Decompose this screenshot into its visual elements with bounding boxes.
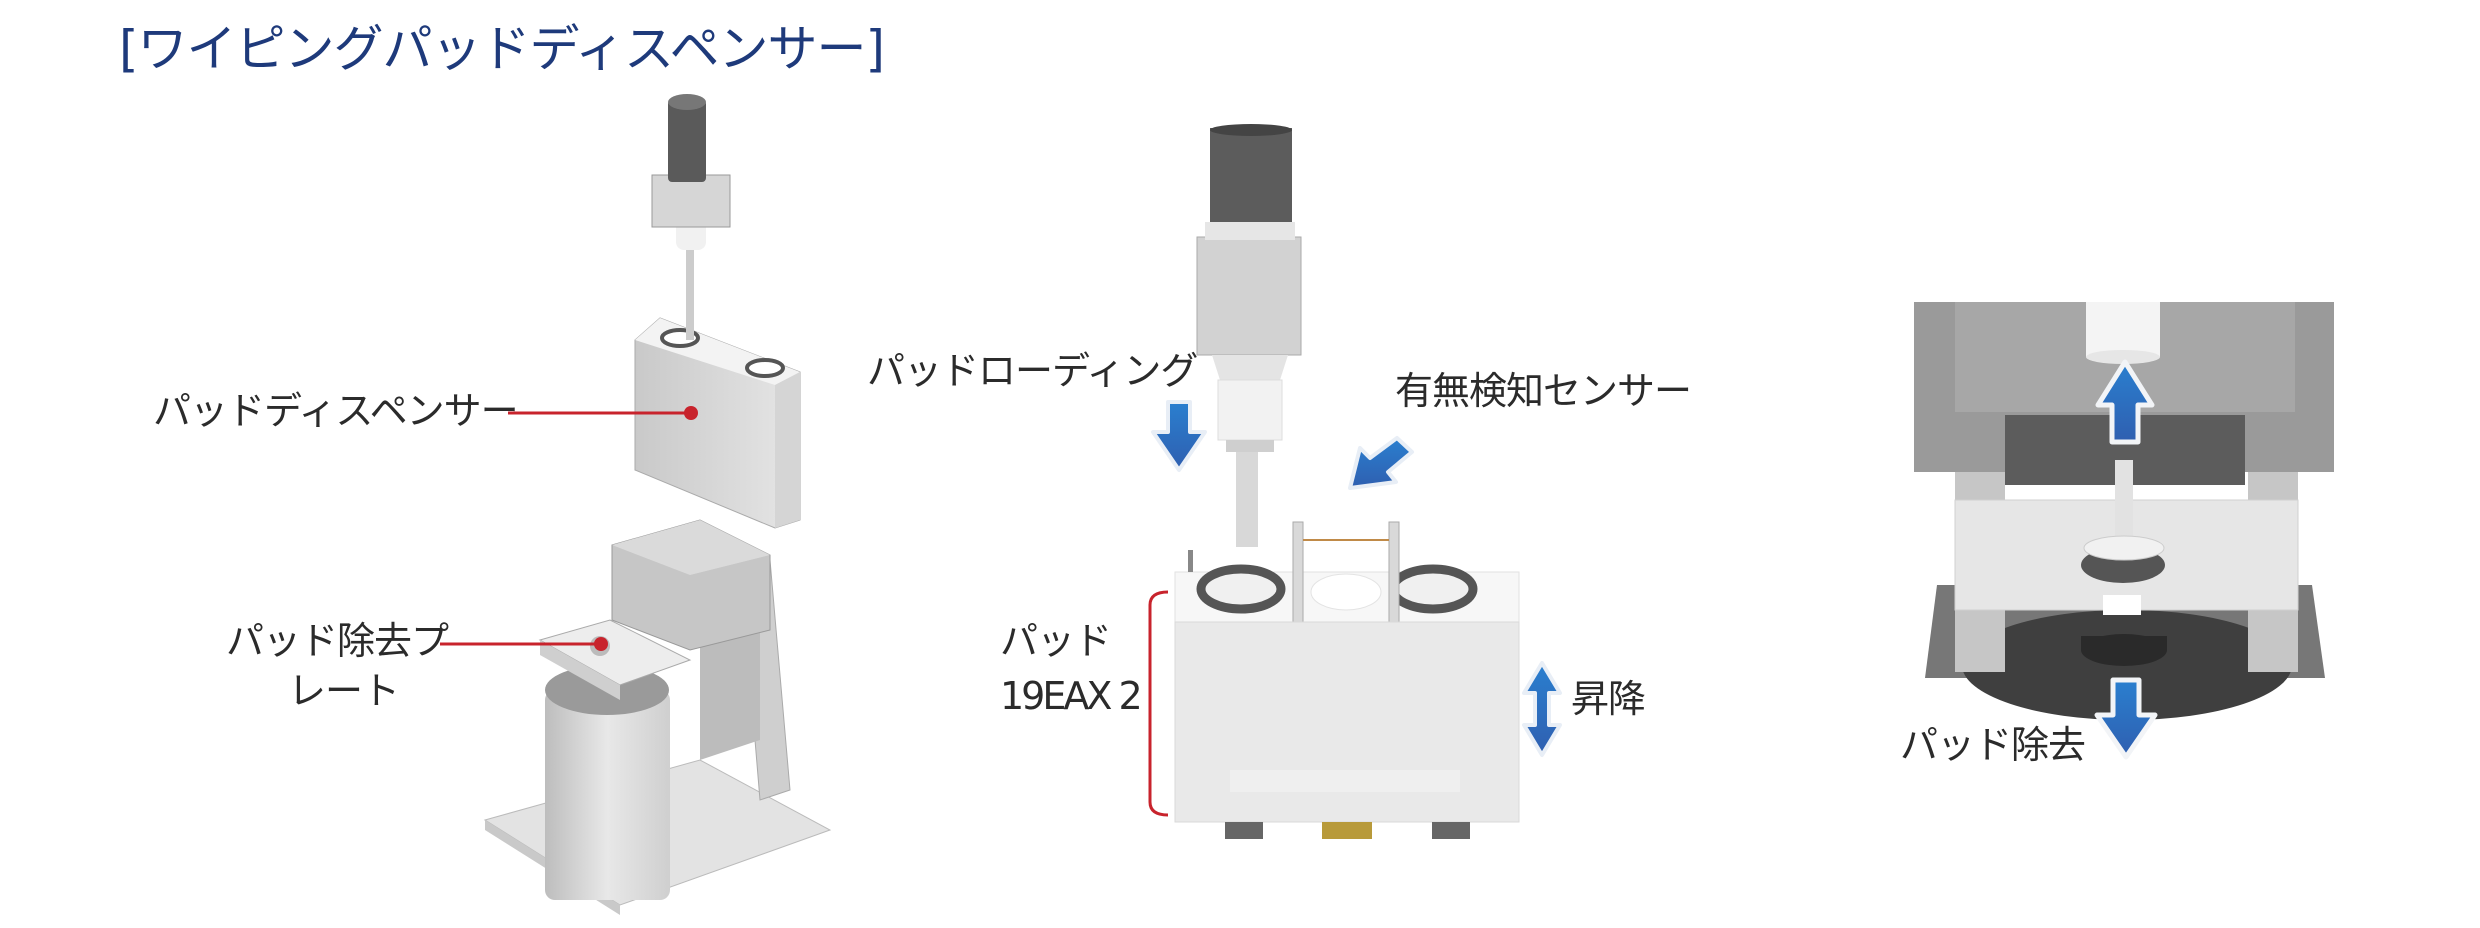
shaft [1236, 452, 1258, 547]
motor [1210, 128, 1292, 228]
callout-removal-plate [440, 637, 608, 651]
push-rod [2115, 460, 2133, 550]
center-machine-illustration [1148, 124, 1520, 839]
actuator-block [1196, 236, 1302, 356]
sensor-pointer-arrow [1348, 436, 1414, 490]
page-title: [ワイピングパッドディスペンサー] [119, 20, 885, 78]
waste-bin-cylinder [545, 690, 670, 900]
label-lift: 昇降 [1571, 677, 1646, 721]
push-up-arrow [2095, 359, 2155, 445]
loading-down-arrow [1151, 400, 1207, 472]
label-pad-dispenser: パッドディスペンサー [153, 389, 519, 433]
label-pad: パッド [1000, 619, 1112, 663]
sensor-bracket-left [1292, 521, 1304, 628]
sensor-bracket-right [1388, 521, 1400, 628]
actuator-block [651, 174, 731, 228]
removal-down-arrow [2094, 677, 2158, 760]
lift-updown-arrow [1522, 661, 1562, 757]
label-pad-loading: パッドローディング [867, 349, 1198, 393]
label-pad-removal-plate-line2: レート [288, 669, 400, 713]
loading-port-ring [1196, 564, 1286, 614]
label-pad-removal-plate-line1: パッド除去プ [226, 619, 449, 663]
motor [668, 100, 706, 182]
spare-port-ring [1388, 564, 1478, 614]
callout-dispenser [508, 406, 698, 420]
label-pad-removal: パッド除去 [1900, 723, 2086, 767]
pad-bracket [1148, 590, 1169, 817]
label-presence-sensor: 有無検知センサー [1395, 369, 1692, 413]
label-pad-model: 19EAX 2 [1000, 674, 1143, 718]
left-machine-illustration [483, 94, 832, 915]
